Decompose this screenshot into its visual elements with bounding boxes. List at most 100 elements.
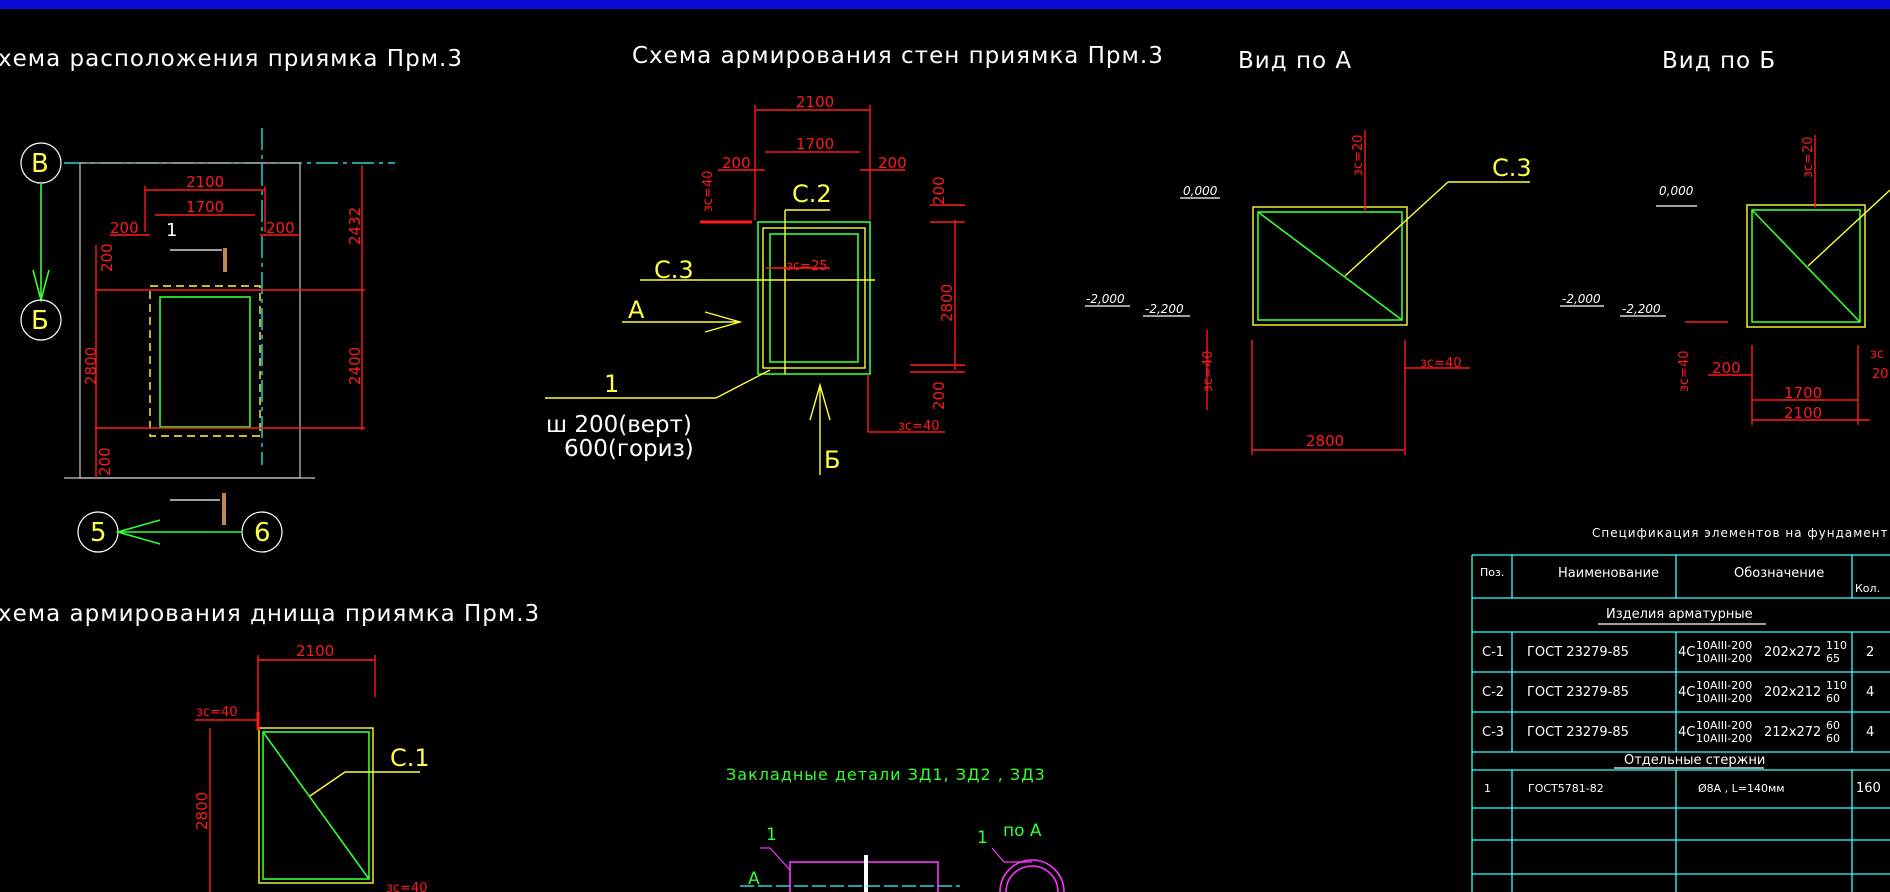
- svg-text:20: 20: [1872, 367, 1889, 382]
- svg-text:10АIII-200: 10АIII-200: [1696, 692, 1752, 705]
- svg-text:60: 60: [1826, 719, 1840, 732]
- svg-text:10АIII-200: 10АIII-200: [1696, 639, 1752, 652]
- svg-text:1: 1: [1484, 782, 1491, 795]
- embedded-pipe: [999, 859, 1065, 892]
- svg-text:2: 2: [1866, 645, 1874, 660]
- spec-header-pos: Поз.: [1480, 566, 1504, 579]
- svg-text:5: 5: [90, 518, 107, 548]
- svg-text:1: 1: [166, 220, 177, 241]
- svg-text:С.2: С.2: [792, 180, 832, 208]
- svg-text:ГОСТ 23279-85: ГОСТ 23279-85: [1527, 645, 1629, 660]
- svg-text:С-2: С-2: [1482, 685, 1504, 700]
- title-view-b: Вид по Б: [1662, 48, 1776, 74]
- svg-text:0,000: 0,000: [1659, 184, 1694, 198]
- svg-text:ГОСТ5781-82: ГОСТ5781-82: [1528, 782, 1604, 795]
- bottom-scheme: 2100 зс=40 С.1 2800 зс=40: [193, 642, 430, 892]
- svg-text:1700: 1700: [1784, 384, 1822, 402]
- svg-text:200: 200: [98, 243, 116, 272]
- view-a-rect: [1257, 211, 1403, 321]
- svg-text:202х272: 202х272: [1764, 645, 1821, 660]
- svg-text:200: 200: [110, 219, 139, 237]
- view-b-rect: [1751, 209, 1861, 323]
- svg-text:212х272: 212х272: [1764, 725, 1821, 740]
- svg-text:600(гориз): 600(гориз): [564, 436, 694, 462]
- svg-text:202х212: 202х212: [1764, 685, 1821, 700]
- axis-bubble-be: [20, 299, 62, 341]
- spec-header-name: Наименование: [1558, 566, 1659, 581]
- svg-text:-2,000: -2,000: [1562, 292, 1601, 306]
- svg-text:ГОСТ 23279-85: ГОСТ 23279-85: [1527, 725, 1629, 740]
- svg-text:зс=20: зс=20: [1351, 135, 1366, 177]
- wall-inner: [769, 233, 859, 363]
- svg-text:-2,000: -2,000: [1086, 292, 1125, 306]
- svg-text:110: 110: [1826, 639, 1847, 652]
- svg-text:Ø8А , L=140мм: Ø8А , L=140мм: [1698, 782, 1785, 795]
- svg-text:110: 110: [1826, 679, 1847, 692]
- svg-text:4С: 4С: [1678, 725, 1695, 740]
- svg-text:6: 6: [254, 518, 271, 548]
- svg-text:Б: Б: [31, 306, 49, 336]
- title-view-a: Вид по А: [1238, 48, 1352, 74]
- title-layout: хема расположения приямка Прм.3: [0, 46, 463, 72]
- svg-text:1700: 1700: [186, 198, 224, 216]
- svg-text:2400: 2400: [346, 347, 364, 385]
- svg-text:200: 200: [722, 154, 751, 172]
- wall-outer: [757, 221, 871, 375]
- svg-text:2800: 2800: [938, 284, 956, 322]
- svg-text:С.3: С.3: [1492, 154, 1532, 182]
- view-a: зс=20 С.3 зс=40 зс=40 2800 0,000 -2,000 …: [1085, 130, 1532, 455]
- svg-text:С-3: С-3: [1482, 725, 1504, 740]
- svg-text:1: 1: [766, 825, 777, 845]
- svg-text:10АIII-200: 10АIII-200: [1696, 679, 1752, 692]
- svg-text:зс=40: зс=40: [1420, 356, 1462, 371]
- spec-header-desig: Обозначение: [1734, 566, 1824, 581]
- svg-text:А: А: [628, 296, 645, 324]
- svg-text:60: 60: [1826, 732, 1840, 745]
- svg-text:200: 200: [266, 219, 295, 237]
- svg-text:зс=20: зс=20: [1801, 137, 1816, 179]
- spec-header-qty: Кол.: [1855, 582, 1880, 595]
- svg-text:2100: 2100: [1784, 404, 1822, 422]
- table-row: 1 ГОСТ5781-82 Ø8А , L=140мм 160: [1484, 781, 1881, 796]
- table-row: С-2 ГОСТ 23279-85 4С 10АIII-200 10АIII-2…: [1482, 679, 1874, 705]
- title-spec: Спецификация элементов на фундамент ФОМ: [1592, 526, 1890, 540]
- svg-text:-2,200: -2,200: [1145, 302, 1184, 316]
- svg-text:2100: 2100: [186, 173, 224, 191]
- svg-text:по А: по А: [1003, 821, 1042, 841]
- svg-text:4: 4: [1866, 725, 1874, 740]
- svg-text:зс=40: зс=40: [1201, 351, 1216, 393]
- svg-text:1700: 1700: [796, 135, 834, 153]
- svg-text:1: 1: [977, 828, 988, 848]
- layout-plan: 2100 1700 200 200 200 2432 2800 2400 200…: [20, 128, 395, 553]
- svg-text:65: 65: [1826, 652, 1840, 665]
- svg-text:2100: 2100: [296, 642, 334, 660]
- svg-text:Б: Б: [824, 446, 840, 474]
- pit-inner: [159, 296, 251, 428]
- svg-text:зс=40: зс=40: [196, 705, 238, 720]
- svg-text:0,000: 0,000: [1183, 184, 1218, 198]
- svg-text:зс=40: зс=40: [386, 881, 428, 892]
- svg-text:2800: 2800: [193, 792, 211, 830]
- svg-text:С.3: С.3: [654, 256, 694, 284]
- svg-text:10АIII-200: 10АIII-200: [1696, 652, 1752, 665]
- svg-text:4С: 4С: [1678, 685, 1695, 700]
- svg-text:ш 200(верт): ш 200(верт): [546, 412, 692, 438]
- svg-text:1: 1: [604, 370, 619, 398]
- svg-text:200: 200: [878, 154, 907, 172]
- svg-text:4: 4: [1866, 685, 1874, 700]
- svg-text:160: 160: [1856, 781, 1881, 796]
- svg-text:С-1: С-1: [1482, 645, 1504, 660]
- svg-text:2800: 2800: [1306, 432, 1344, 450]
- svg-text:В: В: [31, 149, 49, 179]
- spec-section-2: Отдельные стержни: [1624, 753, 1765, 768]
- table-row: С-3 ГОСТ 23279-85 4С 10АIII-200 10АIII-2…: [1482, 719, 1874, 745]
- svg-text:С.1: С.1: [390, 744, 430, 772]
- spec-table: Поз. Наименование Обозначение Кол. Издел…: [1471, 554, 1890, 892]
- window-top-bar: [0, 0, 1890, 9]
- title-walls: Схема армирования стен приямка Прм.3: [632, 43, 1164, 69]
- svg-text:2432: 2432: [346, 207, 364, 245]
- svg-text:60: 60: [1826, 692, 1840, 705]
- svg-text:А: А: [748, 869, 760, 889]
- svg-text:зс=40: зс=40: [898, 419, 940, 434]
